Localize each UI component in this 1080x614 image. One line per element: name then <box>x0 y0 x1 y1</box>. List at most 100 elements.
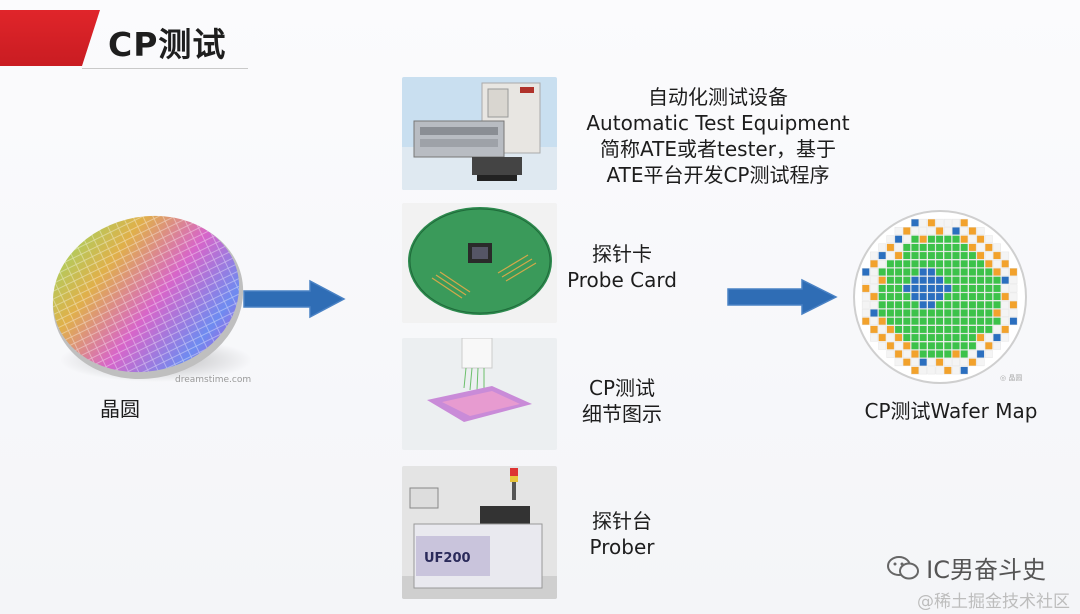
wafer-map-die <box>984 300 993 309</box>
wafer-map-die <box>927 350 936 358</box>
wafer-map-die <box>952 309 960 317</box>
wafer-map-die <box>902 235 911 244</box>
wafer-map-die <box>919 235 928 244</box>
wafer-map-die <box>968 268 977 276</box>
wafer-map-die <box>993 251 1001 260</box>
wafer-map-die <box>902 284 911 293</box>
wafer-map-die <box>886 276 895 285</box>
wafer-map-die <box>870 300 878 309</box>
wafer-map-die <box>960 259 969 268</box>
wafer-map-die <box>993 317 1001 326</box>
title-accent <box>0 10 100 66</box>
wafer-map-die <box>935 292 944 301</box>
wafer-map-die <box>870 333 878 342</box>
wafer-map-die <box>886 243 895 252</box>
wafer-map-die <box>894 333 903 342</box>
wafer-map-die <box>976 276 985 285</box>
wafer-map-die <box>952 218 960 227</box>
wafer-map-die <box>919 325 928 334</box>
wafer-map-die <box>878 292 887 301</box>
wafer-map-die <box>902 259 911 268</box>
wafer-map-die <box>861 292 870 301</box>
wafer-map-die <box>952 259 960 268</box>
wafer-map-die <box>886 235 895 244</box>
wafer-map-die <box>935 243 944 252</box>
wafer-map-die <box>976 243 985 252</box>
wafer-map-die <box>952 243 960 252</box>
wafer-map-die <box>952 292 960 301</box>
wafer-map-die <box>943 284 952 293</box>
wafer-map-die <box>902 276 911 285</box>
wafer-map-die <box>976 268 985 276</box>
wafer-map-die <box>968 300 977 309</box>
wafer-map-die <box>935 284 944 293</box>
wafer-map-die <box>1001 251 1010 260</box>
wafer-map-die <box>878 300 887 309</box>
wafer-map-die <box>894 251 903 260</box>
wafer-map-die <box>968 325 977 334</box>
ate-label-line: Automatic Test Equipment <box>586 111 850 135</box>
wafer-map-die <box>952 284 960 293</box>
cp-detail-label-line: 细节图示 <box>582 402 662 426</box>
wafer-map-die <box>943 350 952 358</box>
wafer-map-die <box>960 325 969 334</box>
wafer-map-die <box>919 259 928 268</box>
wafer-map-die <box>927 366 936 375</box>
wafer-map-die <box>935 268 944 276</box>
wafer-map-die <box>911 284 919 293</box>
wafer-map-die <box>960 243 969 252</box>
wafer-map-die <box>927 235 936 244</box>
wafer-map-die <box>952 276 960 285</box>
wafer-map-die <box>911 309 919 317</box>
wafer-map-die <box>960 227 969 235</box>
wafer-map-die <box>960 251 969 260</box>
wafer-map-die <box>911 276 919 285</box>
wafer-map-die <box>943 268 952 276</box>
wafer-map-die <box>984 251 993 260</box>
page-title: CP测试 <box>108 25 227 64</box>
wafer-map-die <box>968 333 977 342</box>
wafer-label: 晶圆 <box>100 397 140 421</box>
wafer-map-die <box>919 358 928 367</box>
wechat-watermark: IC男奋斗史 <box>886 550 1046 585</box>
wafer-map-label: CP测试Wafer Map <box>864 399 1038 423</box>
wafer-map-die <box>927 300 936 309</box>
wafer-image: dreamstime.com <box>52 215 252 385</box>
wafer-map-die <box>878 333 887 342</box>
wafer-map-die <box>1009 276 1018 285</box>
probe-card-label-line: 探针卡 <box>592 242 652 266</box>
wafer-map-die <box>968 292 977 301</box>
wafer-map-die <box>911 218 919 227</box>
wafer-map-die <box>993 300 1001 309</box>
wafer-map-die <box>919 218 928 227</box>
wafer-map-die <box>911 366 919 375</box>
wafer-map-die <box>952 350 960 358</box>
wafer-map-die <box>968 251 977 260</box>
wafer-map-die <box>861 300 870 309</box>
wafer-map-die <box>993 309 1001 317</box>
wafer-map-die <box>894 259 903 268</box>
wafer-map-die <box>886 259 895 268</box>
wafer-map-die <box>968 317 977 326</box>
wafer-map-die <box>919 276 928 285</box>
wafer-map-die <box>935 350 944 358</box>
ate-label: 自动化测试设备 Automatic Test Equipment 简称ATE或者… <box>570 84 866 188</box>
wafer-map-die <box>984 284 993 293</box>
wafer-map-die <box>894 300 903 309</box>
wafer-map-die <box>919 243 928 252</box>
wafer-map-die <box>902 358 911 367</box>
wafer-map-die <box>911 268 919 276</box>
wafer-map-die <box>927 325 936 334</box>
wafer-map-die <box>943 366 952 375</box>
wafer-map-die <box>1009 292 1018 301</box>
wafer-map-die <box>927 243 936 252</box>
wafer-map-die <box>927 284 936 293</box>
wafer-map-die <box>952 251 960 260</box>
wafer-map-die <box>927 251 936 260</box>
wafer-map-die <box>976 235 985 244</box>
wafer-map-die <box>952 268 960 276</box>
wafer-map-die <box>935 325 944 334</box>
wafer-map-die <box>886 300 895 309</box>
wafer-map-die <box>902 251 911 260</box>
wafer-map-die <box>919 317 928 326</box>
